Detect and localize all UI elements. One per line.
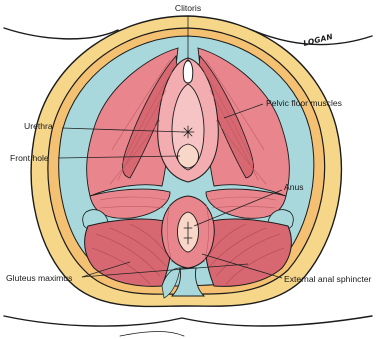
- label-clitoris: Clitoris: [175, 3, 201, 13]
- body-outline-bottom-2: [120, 332, 184, 337]
- label-anus: Anus: [284, 182, 304, 192]
- label-gluteus-maximus: Gluteus maximus: [6, 273, 72, 283]
- label-external-anal-sphincter: External anal sphincter: [284, 274, 372, 284]
- body-outline-bottom: [4, 316, 372, 326]
- label-urethra: Urethra: [24, 121, 53, 131]
- body-outline-top: [4, 28, 118, 39]
- label-front-hole: Front hole: [10, 153, 49, 163]
- artist-signature: LOGAN: [302, 32, 334, 48]
- clitoris-glans: [183, 60, 193, 83]
- front-hole-opening: [177, 144, 198, 168]
- label-pelvic-floor-muscles: Pelvic floor muscles: [266, 98, 342, 108]
